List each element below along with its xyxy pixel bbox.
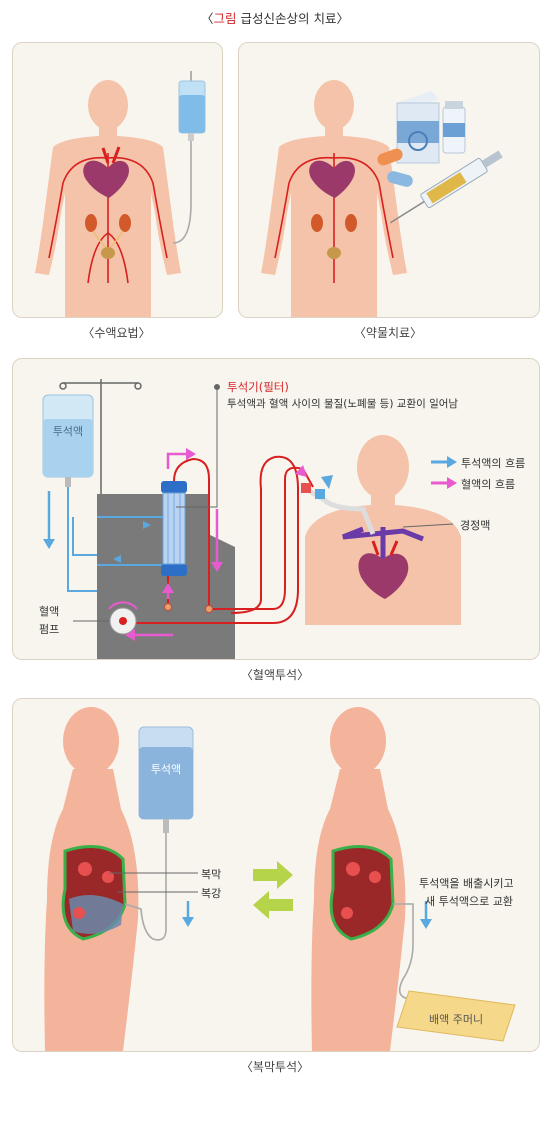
caption-hemodialysis: 〈혈액투석〉 <box>240 668 310 682</box>
hemodialysis-illustration <box>42 379 461 659</box>
vein-leader-line <box>402 523 454 528</box>
blood-lines <box>123 455 314 624</box>
peritoneal-cavity-label: 복강 <box>201 887 222 900</box>
blood-pump-label-2: 펌프 <box>39 623 60 636</box>
peritoneal-dialysis-illustration <box>44 707 516 1051</box>
inflow-down-arrow-left <box>182 901 194 927</box>
legend-dialysate-arrow <box>431 456 457 468</box>
dialyzer-title: 투석기(필터) <box>227 380 289 394</box>
catheter <box>301 484 376 535</box>
dialyzer-description: 투석액과 혈액 사이의 물질(노폐물 등) 교환이 일어남 <box>227 398 459 410</box>
dialyzer-leader-line <box>176 387 218 508</box>
panel-peritoneal-dialysis: 투석액 복막 복강 투석액을 배출시키고 새 투석액으로 교환 배액 주머니 <box>12 698 540 1052</box>
legend-dialysate-text: 투석액의 흐름 <box>461 457 526 470</box>
iv-pole <box>59 379 142 497</box>
panel-fluid-therapy <box>12 42 223 318</box>
drain-bag-icon <box>396 990 516 1042</box>
abdomen-cross-section-left <box>61 845 127 941</box>
figure-title: 〈그림 급성신손상의 치료〉 <box>201 11 349 26</box>
medicine-box-icon <box>396 91 440 164</box>
kidney-left-icon <box>311 214 323 232</box>
legend-blood-text: 혈액의 흐름 <box>461 478 516 491</box>
fluid-therapy-illustration <box>35 71 206 317</box>
dialysate-bag-icon <box>42 394 94 487</box>
heart-icon <box>309 160 355 198</box>
caption-fluid-therapy: 〈수액요법〉 <box>82 326 151 340</box>
panel-hemodialysis: 투석액 투석기(필터) 투석액과 혈액 사이의 물질(노폐물 등) 교환이 일어… <box>12 358 540 660</box>
abdomen-cross-section-right <box>329 845 395 941</box>
capsule-icon <box>377 148 413 187</box>
exchange-text-line-1: 투석액을 배출시키고 <box>419 877 514 890</box>
kidney-left-icon <box>85 214 97 232</box>
dialyzer-filter-icon <box>161 481 187 576</box>
heart-icon <box>358 553 409 599</box>
blood-pump-label-1: 혈액 <box>39 605 60 618</box>
bladder-icon <box>327 247 341 259</box>
kidney-right-icon <box>345 214 357 232</box>
kidney-right-icon <box>119 214 131 232</box>
blood-flow-arrows <box>125 448 223 641</box>
peritoneal-dialysate-bag-icon <box>138 726 194 833</box>
exchange-text-line-2: 새 투석액으로 교환 <box>425 895 513 908</box>
blood-pump-icon <box>108 601 138 635</box>
panel-drug-therapy <box>238 42 540 318</box>
blood-vessels <box>48 153 168 284</box>
drain-tube-right <box>393 903 414 1000</box>
title-highlight: 그림 <box>213 11 237 26</box>
jugular-vein-label: 경정맥 <box>460 519 491 532</box>
peritoneal-tube-left <box>124 833 167 941</box>
peritoneal-bag-label: 투석액 <box>150 763 182 776</box>
heart-icon <box>83 160 129 198</box>
peritoneum-label: 복막 <box>201 868 222 881</box>
drug-therapy-illustration <box>261 80 503 317</box>
bladder-icon <box>101 247 115 259</box>
legend-blood-arrow <box>431 477 457 489</box>
outflow-down-arrow-right <box>420 901 432 929</box>
iv-tube <box>172 141 192 244</box>
vial-icon <box>442 101 466 154</box>
iv-bag-icon <box>178 71 206 141</box>
dialysate-lines <box>67 487 163 592</box>
caption-peritoneal-dialysis: 〈복막투석〉 <box>240 1060 310 1074</box>
drain-bag-label: 배액 주머니 <box>429 1013 484 1026</box>
caption-drug-therapy: 〈약물치료〉 <box>353 326 423 340</box>
exchange-arrows <box>253 861 293 919</box>
hemo-bag-label: 투석액 <box>52 425 84 438</box>
syringe-icon <box>389 150 503 224</box>
